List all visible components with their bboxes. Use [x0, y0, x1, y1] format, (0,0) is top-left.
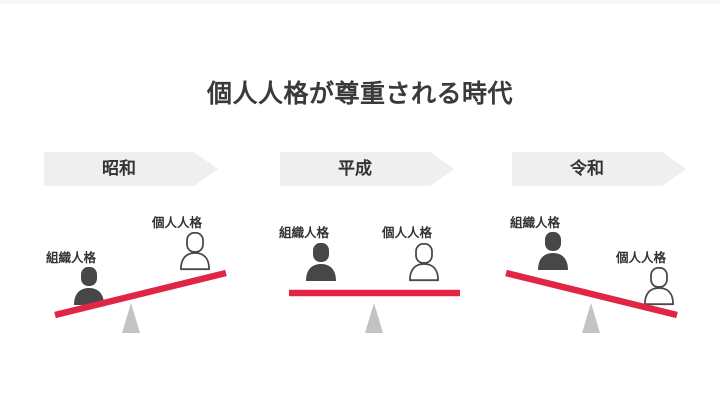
- seesaw-left-label: 組織人格: [279, 225, 330, 240]
- person-solid-icon: [538, 232, 568, 270]
- seesaw-diagram-reiwa: 組織人格 個人人格: [492, 205, 720, 345]
- era-banner-label: 昭和: [102, 159, 136, 178]
- seesaw-right-label: 個人人格: [151, 215, 203, 230]
- person-solid-icon: [306, 243, 336, 281]
- seesaw-diagram-heisei: 組織人格 個人人格: [264, 205, 494, 345]
- top-edge-band: [0, 0, 720, 4]
- era-banner-showa[interactable]: 昭和: [44, 152, 218, 186]
- person-outline-icon: [644, 266, 674, 306]
- person-outline-icon: [409, 242, 439, 282]
- seesaw-beam: [54, 269, 227, 319]
- seesaw-left-label: 組織人格: [510, 215, 561, 230]
- seesaw-right-label: 個人人格: [615, 250, 667, 265]
- fulcrum-triangle: [365, 303, 383, 333]
- fulcrum-triangle: [122, 303, 140, 333]
- fulcrum-triangle: [582, 303, 600, 333]
- era-banner-label: 平成: [338, 159, 372, 178]
- seesaw-left-label: 組織人格: [46, 250, 97, 265]
- page-title: 個人人格が尊重される時代: [206, 80, 513, 108]
- seesaw-diagram-showa: 組織人格 個人人格: [30, 205, 260, 345]
- person-solid-icon: [74, 267, 104, 305]
- era-banner-heisei[interactable]: 平成: [280, 152, 454, 186]
- person-outline-icon: [180, 231, 210, 271]
- era-banner-reiwa[interactable]: 令和: [512, 152, 686, 186]
- seesaw-beam: [505, 269, 678, 319]
- era-banner-label: 令和: [570, 159, 604, 178]
- seesaw-right-label: 個人人格: [381, 225, 433, 240]
